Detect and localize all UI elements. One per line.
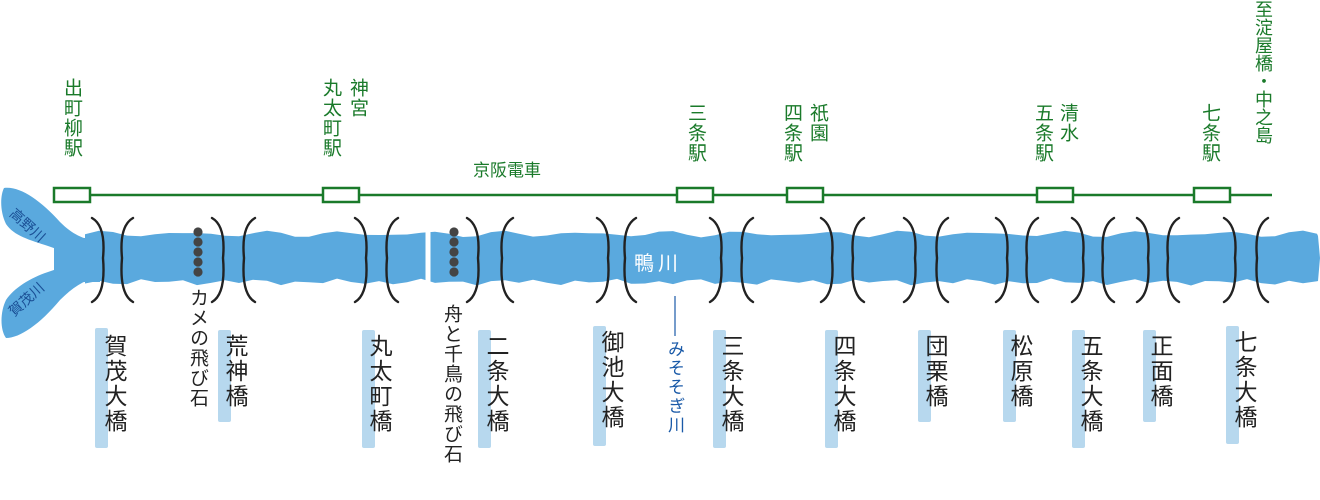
station-box [1192,186,1232,204]
bridge-bracket-left [465,216,480,304]
railway-terminus-label: 至淀屋橋・中之島 [1252,0,1273,144]
highlight-strip [1226,326,1239,444]
river-name: 鴨川 [634,251,682,275]
bridge-bracket-left [994,216,1009,304]
bridge-marker [353,216,400,304]
bridge-label-shichijo-ohashi: 七条大橋 [1230,330,1256,430]
bridge-bracket-right [740,216,755,304]
bridge-bracket-right [120,216,135,304]
bridge-label-gojo-ohashi: 五条大橋 [1076,334,1102,434]
highlight-strip [478,330,491,448]
bridge-bracket-right [1101,216,1116,304]
bridge-bracket-left [902,216,917,304]
stepping-stone-dots [193,227,459,277]
station-box [321,186,361,204]
highlight-strip [713,330,726,448]
bridge-marker [1135,216,1181,304]
station-box [52,186,92,204]
bridge-marker [819,216,866,304]
highlight-strip [362,330,375,448]
station-label-kiyomizu: 清水 [1057,103,1079,143]
stepping-stone-dot [449,267,459,277]
stepping-stone-dot [449,237,459,247]
bridge-label-kojin-bashi: 荒神橋 [221,334,247,409]
bridge-bracket-left [1070,216,1085,304]
bridge-bracket-left [819,216,834,304]
station-box [785,186,825,204]
bridge-marker [994,216,1040,304]
stepping-stone-dot [449,247,459,257]
bridge-marker [90,216,135,304]
bridge-label-matsubara-bashi: 松原橋 [1006,334,1032,409]
stepping-stone-dot [193,227,203,237]
railway-name: 京阪電車 [473,161,541,181]
bridge-bracket-left [210,216,225,304]
highlight-strip [1072,330,1085,448]
highlight-strip [825,330,838,448]
station-label-demachiyanagi: 出町柳駅 [61,78,83,158]
bridge-marker [465,216,515,304]
stepping-stone-label-fune: 舟と千鳥の飛び石 [441,304,463,464]
stepping-stone-dot [193,237,203,247]
bridge-label-nijo-ohashi: 二条大橋 [482,334,508,434]
bridge-bracket-right [1166,216,1181,304]
station-label-marutamachi: 丸太町駅 [320,78,342,158]
station-label-gion: 祇園 [807,103,829,143]
bridge-bracket-left [595,216,610,304]
stepping-stone-dot [449,227,459,237]
bridge-marker [1070,216,1116,304]
bridge-bracket-left [353,216,368,304]
bridge-label-marutamachi-bashi: 丸太町橋 [365,334,391,434]
bridge-label-shomen-bashi: 正面橋 [1146,334,1172,409]
station-label-shichijo: 七条駅 [1199,103,1221,163]
station-label-gojo: 五条駅 [1032,103,1054,163]
stepping-stone-dot [193,257,203,267]
bridge-marker [708,216,755,304]
stepping-stone-dot [193,247,203,257]
bridge-label-oike-ohashi: 御池大橋 [597,330,623,430]
highlight-strip [218,330,231,422]
bridge-bracket-left [90,216,105,304]
bridge-bracket-right [385,216,400,304]
bridge-bracket-right [935,216,950,304]
bridge-label-kamo-ohashi: 賀茂大橋 [100,334,126,434]
bridge-bracket-left [708,216,723,304]
bridge-label-sanjo-ohashi: 三条大橋 [717,334,743,434]
bridge-bracket-left [1135,216,1150,304]
bridge-bracket-right [851,216,866,304]
highlight-strip [95,328,108,448]
bridge-bracket-right [623,216,638,304]
bridge-marker [902,216,950,304]
bridge-markers [90,216,1270,304]
bridge-bracket-right [1025,216,1040,304]
bridge-bracket-right [500,216,515,304]
highlight-strip [918,330,931,422]
highlight-strip [593,326,606,446]
bridge-marker [210,216,257,304]
stepping-stone-dot [193,267,203,277]
bridge-label-danguri-bashi: 団栗橋 [921,334,947,409]
river-confluence [54,238,100,282]
bridge-marker [1222,216,1270,304]
kamo-river [1,187,1320,338]
river-body [85,230,1320,286]
bridge-bracket-left [1222,216,1237,304]
highlight-strip [1003,330,1016,422]
railway-line [52,186,1272,204]
stepping-stone-dot [449,257,459,267]
highlight-strip [1143,330,1156,422]
misosogi-channel [425,228,1078,295]
bridge-label-shijo-ohashi: 四条大橋 [829,334,855,434]
ditch-label-misosogi: みそそぎ川 [664,340,684,435]
stepping-stone-label-kame: カメの飛び石 [187,288,209,408]
station-label-jingu: 神宮 [347,78,369,118]
station-label-shijo: 四条駅 [781,103,803,163]
station-label-sanjo: 三条駅 [685,103,707,163]
bridge-bracket-right [1255,216,1270,304]
bridge-marker [595,216,638,304]
station-box [1035,186,1075,204]
station-box [675,186,715,204]
bridge-bracket-right [242,216,257,304]
